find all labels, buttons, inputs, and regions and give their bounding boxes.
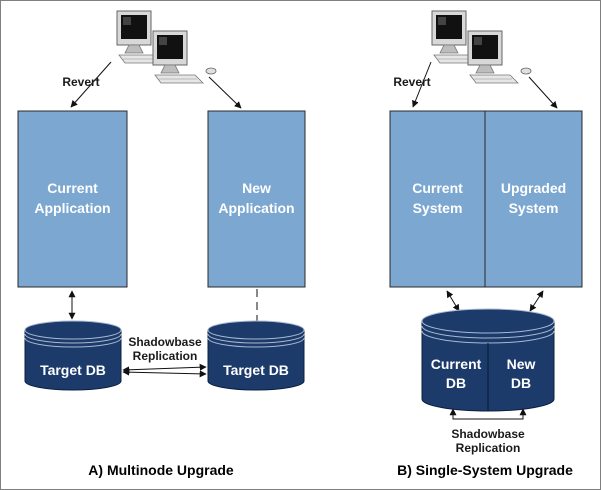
left-computers-icon (116, 10, 217, 84)
current-system-line2: System (413, 200, 463, 216)
current-system-line1: Current (412, 180, 463, 196)
right-replication-line1: Shadowbase (451, 427, 525, 441)
current-application-line1: Current (47, 180, 98, 196)
current-application-box: Current Application (17, 110, 128, 288)
left-target-db-cylinder: Target DB (24, 320, 122, 391)
db-new-line1: New (507, 356, 536, 372)
left-revert-label: Revert (62, 75, 99, 89)
left-replication-line2: Replication (133, 349, 198, 363)
right-computer-to-upgraded-arrow (528, 76, 558, 109)
upgraded-system-box: Upgraded System (484, 110, 583, 288)
db-new-line2: DB (511, 375, 531, 391)
right-target-db-label: Target DB (223, 362, 289, 378)
right-revert-label: Revert (393, 75, 430, 89)
db-current-line1: Current (431, 356, 482, 372)
left-caption: A) Multinode Upgrade (88, 462, 234, 478)
upgraded-system-db-arrow (529, 290, 544, 312)
right-revert-arrow (412, 61, 432, 108)
right-replication-line2: Replication (456, 441, 521, 455)
left-computer-to-new-app-arrow (208, 76, 242, 109)
new-application-line2: Application (218, 200, 294, 216)
right-replication-arrow (449, 408, 527, 420)
current-system-db-arrow (446, 290, 460, 312)
left-replication-line1: Shadowbase (128, 335, 202, 349)
right-computers-icon (431, 10, 532, 84)
current-application-line2: Application (34, 200, 110, 216)
upgraded-system-line1: Upgraded (501, 180, 566, 196)
left-target-db-label: Target DB (40, 362, 106, 378)
right-target-db-cylinder: Target DB (207, 320, 305, 391)
left-replication-arrow-bottom (122, 368, 207, 378)
right-caption: B) Single-System Upgrade (397, 462, 573, 478)
new-application-box: New Application (207, 110, 306, 288)
combined-db-cylinder: Current DB New DB (421, 308, 555, 412)
upgraded-system-line2: System (509, 200, 559, 216)
new-application-line1: New (242, 180, 271, 196)
left-replication-arrow-top (122, 363, 207, 374)
current-system-box: Current System (389, 110, 486, 288)
left-revert-arrow (70, 61, 112, 108)
db-current-line2: DB (446, 375, 466, 391)
